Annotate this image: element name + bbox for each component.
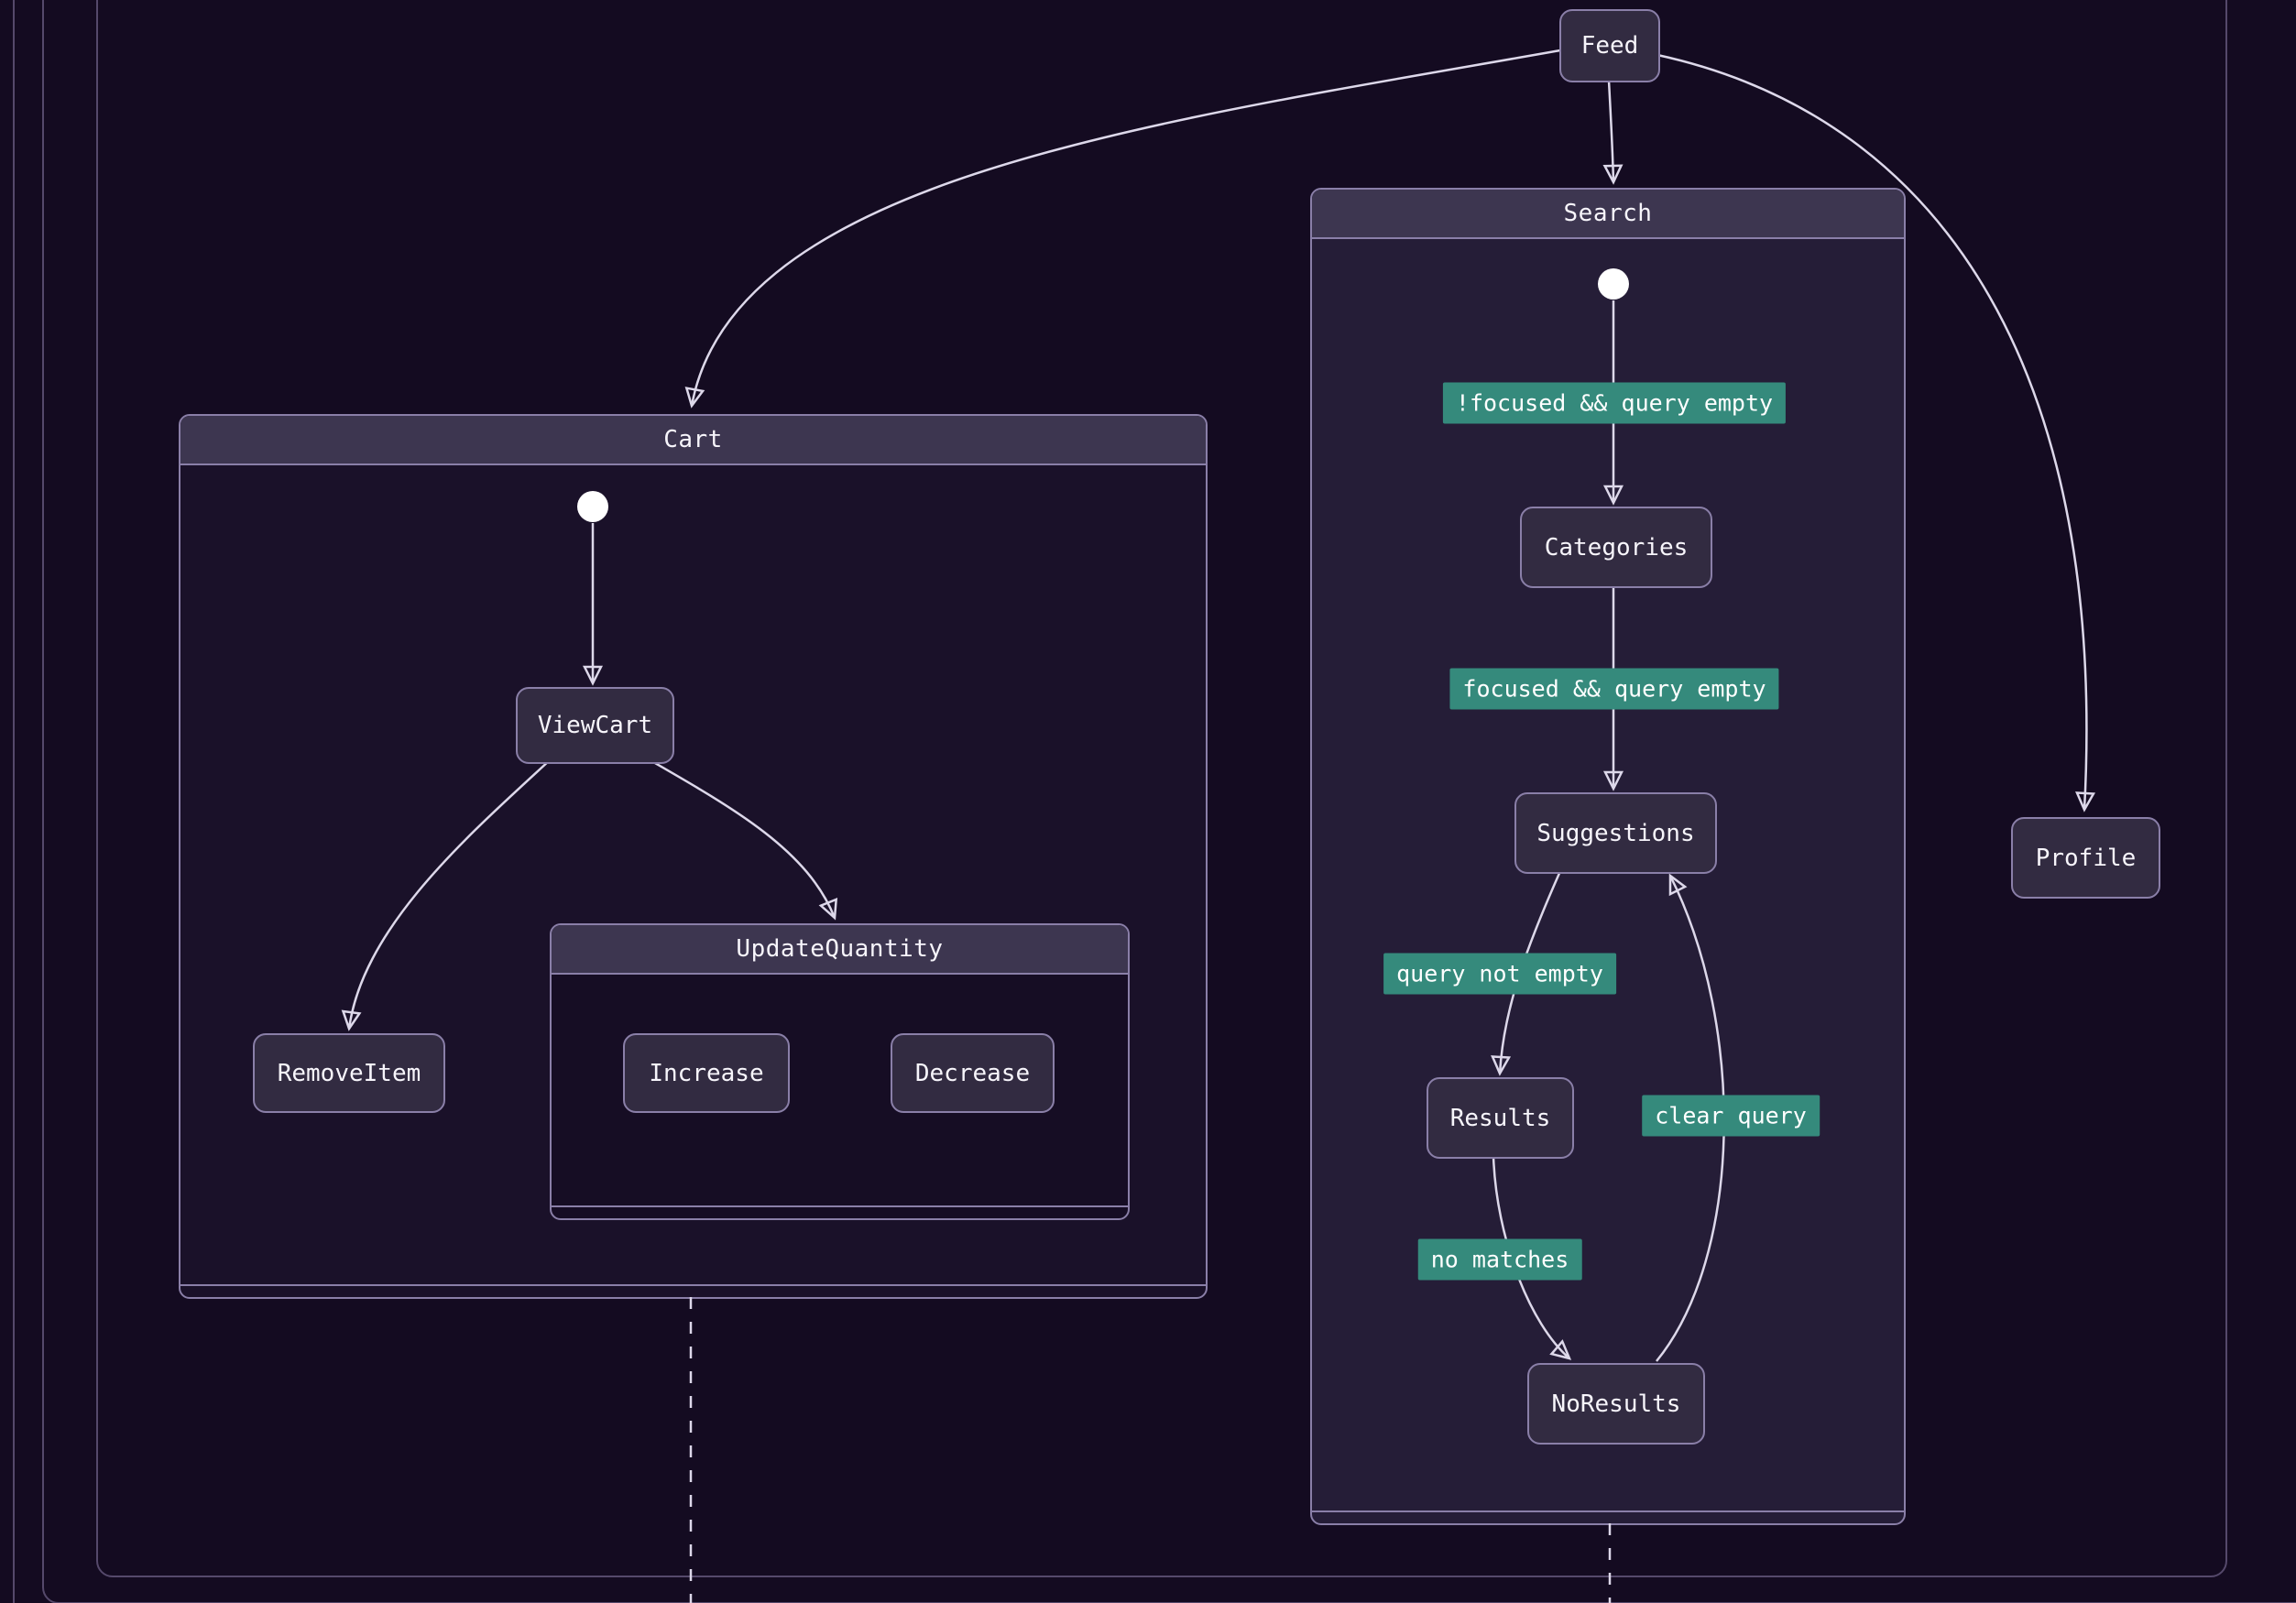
initial-state-marker-search xyxy=(1598,268,1629,300)
transition-label-not-focused-query-empty[interactable]: !focused && query empty xyxy=(1442,382,1787,424)
state-node-results[interactable]: Results xyxy=(1427,1077,1574,1159)
state-node-suggestions[interactable]: Suggestions xyxy=(1514,792,1717,874)
state-node-categories[interactable]: Categories xyxy=(1520,507,1712,588)
state-node-increase[interactable]: Increase xyxy=(623,1033,790,1113)
cart-bottom-divider xyxy=(180,1284,1206,1286)
state-node-view-cart[interactable]: ViewCart xyxy=(516,687,674,764)
transition-label-focused-query-empty[interactable]: focused && query empty xyxy=(1449,668,1779,710)
transition-label-no-matches[interactable]: no matches xyxy=(1417,1238,1582,1281)
state-group-update-quantity-title[interactable]: UpdateQuantity xyxy=(552,925,1128,975)
search-bottom-divider xyxy=(1312,1510,1904,1512)
machine-frame-outer xyxy=(13,0,2296,1603)
state-node-feed[interactable]: Feed xyxy=(1559,9,1660,82)
update-quantity-bottom-divider xyxy=(552,1205,1128,1207)
state-node-decrease[interactable]: Decrease xyxy=(891,1033,1055,1113)
transition-label-query-not-empty[interactable]: query not empty xyxy=(1383,953,1616,995)
initial-state-marker-cart xyxy=(577,491,608,522)
transition-label-clear-query[interactable]: clear query xyxy=(1642,1095,1820,1137)
machine-frame-inner xyxy=(96,0,2227,1577)
state-node-no-results[interactable]: NoResults xyxy=(1527,1363,1705,1445)
state-node-profile[interactable]: Profile xyxy=(2011,817,2160,899)
state-group-search-title[interactable]: Search xyxy=(1312,190,1904,239)
state-node-remove-item[interactable]: RemoveItem xyxy=(253,1033,445,1113)
state-group-cart-title[interactable]: Cart xyxy=(180,416,1206,465)
